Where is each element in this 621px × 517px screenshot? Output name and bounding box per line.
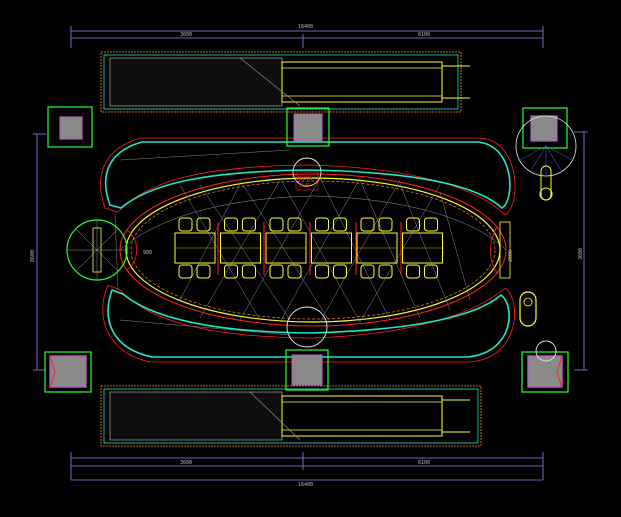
table-set [265,217,307,279]
dim-right-vertical: 3600 [578,248,584,260]
dim-center-left: 900 [143,250,152,256]
chair [333,217,347,232]
dim-bottom-total: 16400 [298,482,313,488]
table-set [311,217,352,279]
table-set [356,217,398,279]
red-note-1: ABOVE [297,176,312,182]
chair [333,264,347,279]
dim-left-vertical: 8600 [30,250,36,262]
column-top-left [47,106,93,148]
column-bottom-center [285,349,329,391]
chair [360,217,375,232]
dim-top-right: 6100 [418,32,430,38]
column-bottom-right [521,351,569,393]
chair [224,264,238,279]
central-ellipse [119,173,507,327]
chair [224,217,238,232]
dim-bottom-right: 6100 [418,460,430,466]
red-note-2: ELEV [299,183,311,189]
dim-center-right: 2000 [508,250,514,262]
dim-top-total: 16400 [298,24,313,30]
right-end-bracket [490,221,511,279]
red-annotation: ABOVE ELEV [295,171,319,191]
columns [44,106,569,393]
chair [269,217,284,232]
chair [378,264,393,279]
column-top-right [522,107,568,149]
chair [360,264,375,279]
red-dividers [217,222,402,275]
chair [242,264,256,279]
chair [315,217,329,232]
column-top-center [286,107,330,147]
chair [424,264,438,279]
chair [287,217,302,232]
dimension-labels: 16400 3600 6100 3600 6100 16400 8600 360… [30,24,584,488]
chair [178,217,193,232]
chair [315,264,329,279]
escalator-top [100,51,470,113]
bracing-lines [114,149,471,336]
escalator-bottom [100,385,482,447]
chair [178,264,193,279]
right-capsule [519,291,537,327]
chair [378,217,393,232]
chair [406,217,420,232]
lower-curved-wall [102,284,515,363]
upper-curved-wall [100,137,516,216]
clearance-circles [286,157,557,362]
chair [406,264,420,279]
chair [269,264,284,279]
chair [196,217,211,232]
chair [196,264,211,279]
table-set [402,217,443,279]
table-set [220,217,261,279]
column-bottom-left [44,351,92,393]
dining-tables [174,217,443,279]
spiral-stair [515,115,577,201]
table-set [174,217,216,279]
chair [242,217,256,232]
chair [424,217,438,232]
chair [287,264,302,279]
dim-bottom-left: 3600 [180,460,192,466]
left-round-feature [66,219,138,281]
dimension-lines [33,26,588,481]
dim-top-left: 3600 [180,32,192,38]
